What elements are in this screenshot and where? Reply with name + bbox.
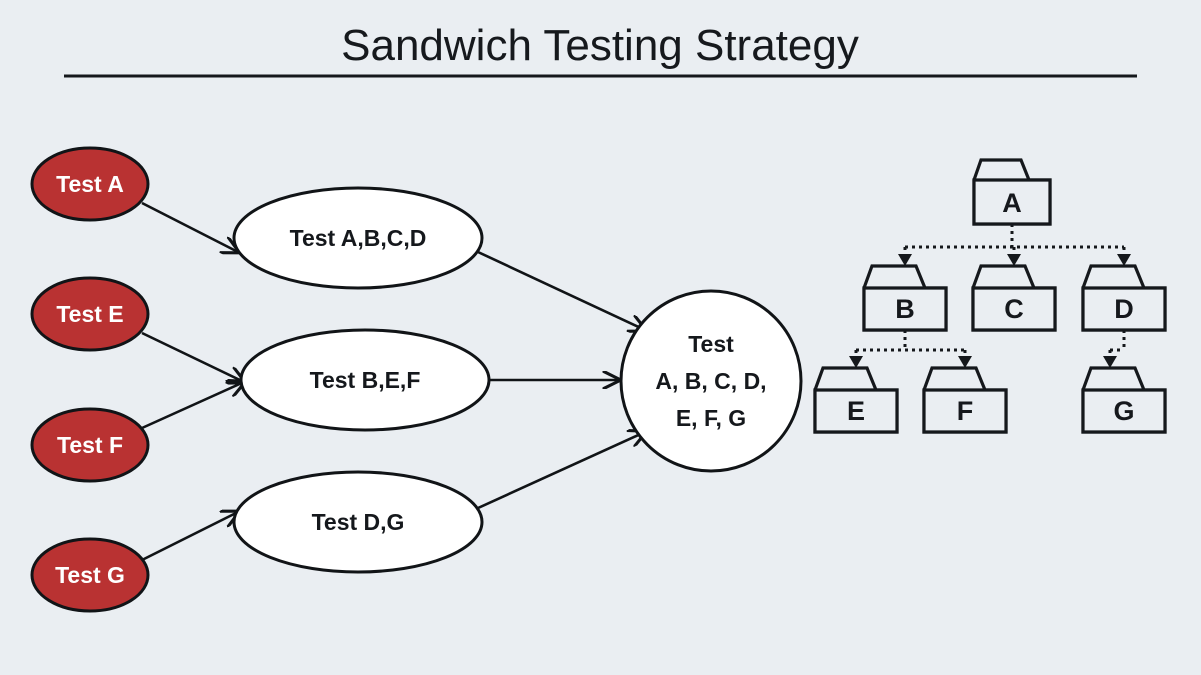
folder-node-d[interactable]: D (1081, 264, 1167, 332)
test-a-shape[interactable] (30, 146, 150, 222)
edge-test-e-to-cluster-bef (141, 331, 244, 382)
folder-d-body[interactable] (1081, 286, 1167, 332)
test-f-label: Test F (57, 432, 123, 458)
arrowhead-folder-f (958, 356, 972, 368)
tree-edges (849, 224, 1131, 368)
test-g-label: Test G (55, 562, 125, 588)
test-e-label: Test E (56, 301, 123, 327)
edge-test-a-to-cluster-abcd (141, 201, 238, 252)
cluster-bef-shape[interactable] (239, 328, 491, 432)
folder-node-g[interactable]: G (1081, 366, 1167, 434)
unit-node-test-a[interactable]: Test A (30, 146, 150, 222)
folder-f-body[interactable] (922, 388, 1008, 434)
folder-b-label: B (895, 294, 915, 324)
page-title: Sandwich Testing Strategy (341, 21, 859, 70)
unit-node-test-g[interactable]: Test G (30, 537, 150, 613)
flow-edges (141, 201, 645, 562)
folder-node-b[interactable]: B (862, 264, 948, 332)
cluster-node-dg[interactable]: Test D,G (232, 470, 484, 574)
hub-label-line-2: A, B, C, D, (655, 368, 766, 394)
folder-a-body[interactable] (972, 178, 1052, 226)
folder-b-body[interactable] (862, 286, 948, 332)
unit-node-test-f[interactable]: Test F (30, 407, 150, 483)
folder-g-body[interactable] (1081, 388, 1167, 434)
arrowhead-folder-b (898, 254, 912, 266)
test-a-label: Test A (56, 171, 124, 197)
arrowhead-folder-e (849, 356, 863, 368)
hub-label-line-3: E, F, G (676, 405, 746, 431)
cluster-abcd-label: Test A,B,C,D (290, 225, 427, 251)
arrowhead-folder-g (1103, 356, 1117, 368)
edge-cluster-dg-to-hub (477, 432, 645, 510)
folder-node-a[interactable]: A (972, 158, 1052, 226)
cluster-dg-shape[interactable] (232, 470, 484, 574)
folder-a-label: A (1002, 188, 1022, 218)
edge-test-f-to-cluster-bef (141, 382, 244, 430)
arrowhead-folder-c (1007, 254, 1021, 266)
cluster-node-abcd[interactable]: Test A,B,C,D (232, 186, 484, 290)
edge-test-g-to-cluster-dg (141, 512, 238, 562)
test-f-shape[interactable] (30, 407, 150, 483)
folder-e-body[interactable] (813, 388, 899, 434)
unit-node-test-e[interactable]: Test E (30, 276, 150, 352)
hub-label-line-1: Test (688, 331, 734, 357)
cluster-bef-label: Test B,E,F (310, 367, 421, 393)
test-g-shape[interactable] (30, 537, 150, 613)
test-e-shape[interactable] (30, 276, 150, 352)
cluster-node-bef[interactable]: Test B,E,F (239, 328, 491, 432)
folder-c-body[interactable] (971, 286, 1057, 332)
hub-node-all[interactable]: Test A, B, C, D, E, F, G (619, 289, 803, 473)
folder-node-c[interactable]: C (971, 264, 1057, 332)
arrowhead-folder-d (1117, 254, 1131, 266)
folder-f-label: F (957, 396, 974, 426)
folder-g-label: G (1113, 396, 1134, 426)
folder-c-label: C (1004, 294, 1024, 324)
folder-node-e[interactable]: E (813, 366, 899, 434)
hub-shape[interactable] (619, 289, 803, 473)
edge-cluster-abcd-to-hub (477, 250, 645, 330)
folder-e-label: E (847, 396, 865, 426)
cluster-dg-label: Test D,G (312, 509, 405, 535)
cluster-abcd-shape[interactable] (232, 186, 484, 290)
folder-d-label: D (1114, 294, 1134, 324)
folder-node-f[interactable]: F (922, 366, 1008, 434)
